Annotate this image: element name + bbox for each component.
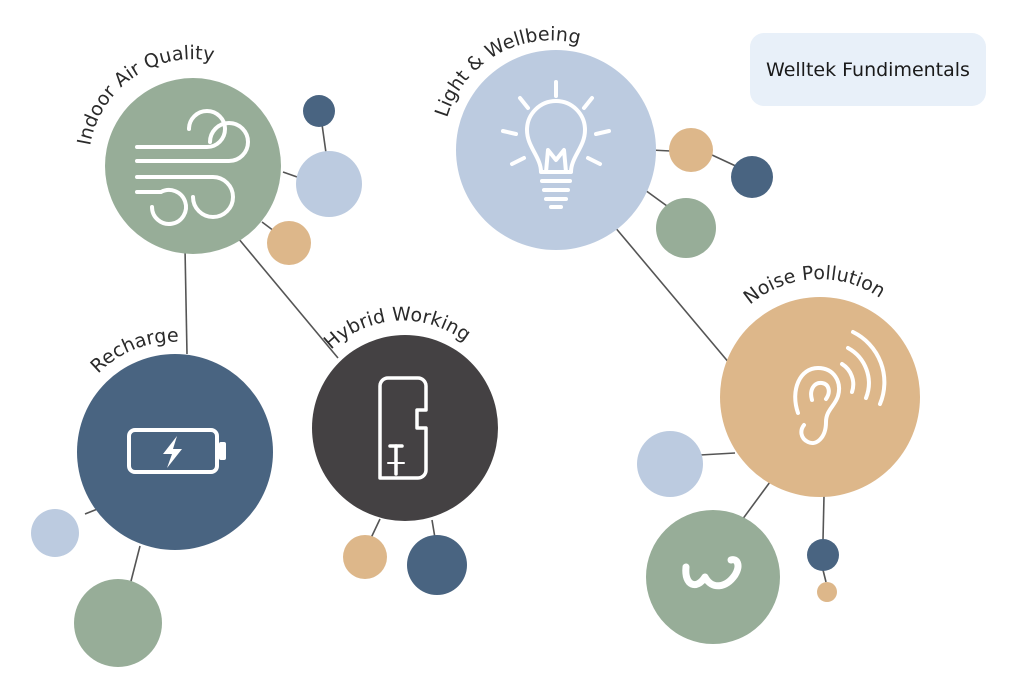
battery-charging-icon — [127, 428, 226, 474]
page-title: Welltek Fundimentals — [766, 58, 970, 81]
title-badge: Welltek Fundimentals — [750, 33, 986, 106]
ear-sound-icon — [793, 330, 887, 445]
topic-circle — [312, 335, 498, 521]
topic-hybrid-working[interactable]: Hybrid Working — [312, 303, 498, 521]
light-bulb-icon — [501, 80, 611, 209]
topic-indoor-air-quality[interactable]: Indoor Air Quality — [73, 42, 281, 254]
topic-light-wellbeing[interactable]: Light & Wellbeing — [431, 23, 656, 250]
bubble-sage — [74, 579, 162, 667]
topic-circle — [720, 297, 920, 497]
phone-booth-icon — [378, 376, 428, 480]
bubble-tan — [817, 582, 837, 602]
bubble-light-blue — [31, 509, 79, 557]
bubble-sage — [656, 198, 716, 258]
welltek-logo — [646, 510, 780, 644]
logo-circle — [646, 510, 780, 644]
bubble-navy — [731, 156, 773, 198]
bubble-light-blue — [637, 431, 703, 497]
bubble-tan — [669, 128, 713, 172]
bubble-navy — [407, 535, 467, 595]
bubble-navy — [303, 95, 335, 127]
topic-noise-pollution[interactable]: Noise Pollution — [720, 262, 920, 497]
decorative-bubbles — [31, 95, 839, 667]
bubble-navy — [807, 539, 839, 571]
wind-icon — [135, 109, 250, 226]
bubble-light-blue — [296, 151, 362, 217]
bubble-tan — [267, 221, 311, 265]
bubble-tan — [343, 535, 387, 579]
topic-circle — [456, 50, 656, 250]
topic-circle — [105, 78, 281, 254]
welltek-logo-icon — [682, 556, 742, 590]
topic-recharge[interactable]: Recharge — [77, 325, 273, 550]
